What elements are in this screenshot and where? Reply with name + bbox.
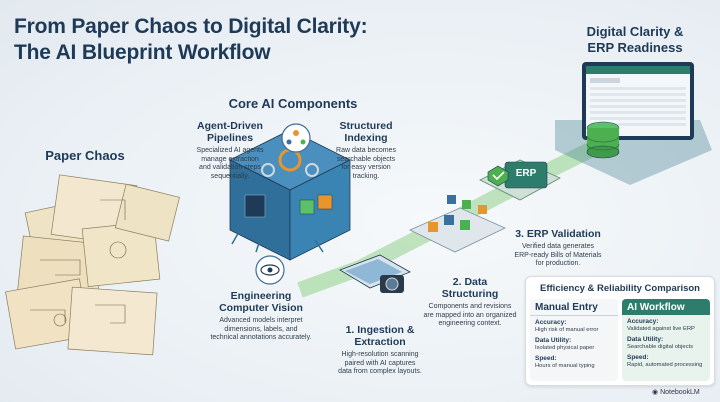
manual-entry-column: Manual Entry Accuracy: High risk of manu… bbox=[530, 299, 618, 381]
comparison-card: Efficiency & Reliability Comparison Manu… bbox=[525, 276, 715, 386]
desc-line: Advanced models interpret bbox=[219, 317, 303, 324]
row-key: Data Utility: bbox=[627, 336, 664, 343]
digital-header-line-2: ERP Readiness bbox=[587, 40, 683, 55]
ai-row: Speed: Rapid, automated processing bbox=[622, 351, 710, 369]
desc-line: paired with AI captures bbox=[344, 359, 416, 367]
digital-header-line-1: Digital Clarity & bbox=[586, 24, 684, 39]
vision-title: Engineering Computer Vision bbox=[196, 290, 326, 314]
erp-badge: ERP bbox=[515, 168, 537, 179]
digital-clarity-header: Digital Clarity & ERP Readiness bbox=[560, 24, 710, 56]
computer-vision-block: Engineering Computer Vision Advanced mod… bbox=[196, 290, 326, 343]
agent-title-1: Agent-Driven bbox=[197, 120, 263, 132]
notebooklm-watermark: ◉ NotebookLM bbox=[652, 388, 700, 396]
desc-line: for production. bbox=[535, 260, 581, 267]
desc-line: Specialized AI agents bbox=[196, 147, 264, 154]
desc-line: Raw data becomes bbox=[336, 147, 396, 154]
vision-title-2: Computer Vision bbox=[219, 302, 303, 314]
row-value: Rapid, automated processing bbox=[627, 362, 703, 368]
agents-icon bbox=[281, 123, 311, 153]
structured-indexing-block: Structured Indexing Raw data becomes sea… bbox=[320, 120, 412, 181]
structuring-title-1: 2. Data bbox=[452, 276, 488, 288]
row-key: Data Utility: bbox=[535, 337, 572, 344]
desc-line: High-resolution scanning bbox=[341, 351, 419, 358]
agent-pipelines-title: Agent-Driven Pipelines bbox=[180, 120, 280, 144]
title-line-2: The AI Blueprint Workflow bbox=[14, 41, 271, 64]
title-line-1: From Paper Chaos to Digital Clarity: bbox=[14, 15, 368, 38]
row-key: Accuracy: bbox=[535, 319, 567, 326]
row-value: Validated against live ERP bbox=[627, 326, 695, 332]
step-ingestion-block: 1. Ingestion & Extraction High-resolutio… bbox=[322, 324, 438, 377]
row-key: Speed: bbox=[535, 355, 557, 362]
manual-row: Speed: Hours of manual typing bbox=[530, 352, 618, 370]
row-key: Accuracy: bbox=[627, 318, 659, 325]
validation-desc: Verified data generates ERP-ready Bills … bbox=[500, 243, 616, 269]
indexing-title-2: Indexing bbox=[344, 132, 388, 144]
data-blocks-platform bbox=[409, 195, 506, 253]
eye-icon bbox=[255, 255, 285, 285]
comparison-title: Efficiency & Reliability Comparison bbox=[540, 283, 700, 294]
desc-line: and validation steps bbox=[199, 164, 261, 171]
agent-title-2: Pipelines bbox=[206, 132, 254, 144]
indexing-title: Structured Indexing bbox=[320, 120, 412, 144]
notebooklm-logo-icon: ◉ bbox=[652, 389, 659, 396]
step-structuring-block: 2. Data Structuring Components and revis… bbox=[408, 276, 532, 329]
desc-line: Verified data generates bbox=[522, 243, 594, 250]
desc-line: dimensions, labels, and bbox=[224, 325, 298, 333]
row-value: Hours of manual typing bbox=[535, 363, 595, 369]
ingestion-title-2: Extraction bbox=[354, 336, 406, 348]
page-title: From Paper Chaos to Digital Clarity: The… bbox=[14, 14, 444, 66]
validation-title: 3. ERP Validation bbox=[515, 228, 601, 240]
step-validation-block: 3. ERP Validation Verified data generate… bbox=[500, 228, 616, 269]
desc-line: Components and revisions bbox=[428, 303, 512, 310]
desc-line: searchable objects bbox=[336, 155, 396, 163]
structuring-title: 2. Data Structuring bbox=[408, 276, 532, 300]
paper-chaos-header: Paper Chaos bbox=[45, 148, 125, 163]
ai-workflow-header: AI Workflow bbox=[622, 299, 710, 315]
indexing-title-1: Structured bbox=[339, 120, 393, 132]
ingestion-title: 1. Ingestion & Extraction bbox=[322, 324, 438, 348]
ai-workflow-column: AI Workflow Accuracy: Validated against … bbox=[622, 299, 710, 381]
database-icon bbox=[586, 121, 620, 159]
desc-line: engineering context. bbox=[438, 320, 502, 327]
scanner-camera-illustration bbox=[339, 254, 411, 293]
structuring-title-2: Structuring bbox=[441, 288, 499, 300]
row-value: High risk of manual error bbox=[535, 327, 599, 333]
core-components-header: Core AI Components bbox=[228, 96, 358, 111]
agent-pipelines-desc: Specialized AI agents manage extraction … bbox=[180, 147, 280, 181]
ai-row: Accuracy: Validated against live ERP bbox=[622, 315, 710, 333]
desc-line: manage extraction bbox=[201, 155, 259, 163]
manual-row: Data Utility: Isolated physical paper bbox=[530, 334, 618, 352]
vision-desc: Advanced models interpret dimensions, la… bbox=[196, 317, 326, 343]
desc-line: data from complex layouts. bbox=[338, 368, 422, 375]
ingestion-desc: High-resolution scanning paired with AI … bbox=[322, 351, 438, 377]
erp-validation-illustration bbox=[479, 159, 561, 201]
erp-dashboard-monitor bbox=[555, 62, 712, 185]
row-value: Isolated physical paper bbox=[535, 345, 595, 351]
desc-line: technical annotations accurately. bbox=[210, 334, 312, 341]
desc-line: for easy version bbox=[341, 164, 391, 171]
row-key: Speed: bbox=[627, 354, 649, 361]
agent-pipelines-block: Agent-Driven Pipelines Specialized AI ag… bbox=[180, 120, 280, 181]
desc-line: tracking. bbox=[352, 172, 380, 180]
desc-line: sequentially. bbox=[210, 172, 250, 180]
structuring-desc: Components and revisions are mapped into… bbox=[408, 303, 532, 329]
desc-line: are mapped into an organized bbox=[423, 311, 517, 319]
manual-entry-header: Manual Entry bbox=[530, 299, 618, 316]
vision-title-1: Engineering bbox=[230, 290, 292, 302]
brand-label: NotebookLM bbox=[660, 389, 700, 396]
row-value: Searchable digital objects bbox=[627, 344, 694, 350]
core-ai-cube bbox=[229, 129, 351, 261]
manual-row: Accuracy: High risk of manual error bbox=[530, 316, 618, 334]
indexing-desc: Raw data becomes searchable objects for … bbox=[320, 147, 412, 181]
desc-line: ERP-ready Bills of Materials bbox=[514, 251, 602, 259]
ai-row: Data Utility: Searchable digital objects bbox=[622, 333, 710, 351]
paper-stack-illustration bbox=[5, 174, 180, 356]
ingestion-title-1: 1. Ingestion & bbox=[345, 324, 415, 336]
